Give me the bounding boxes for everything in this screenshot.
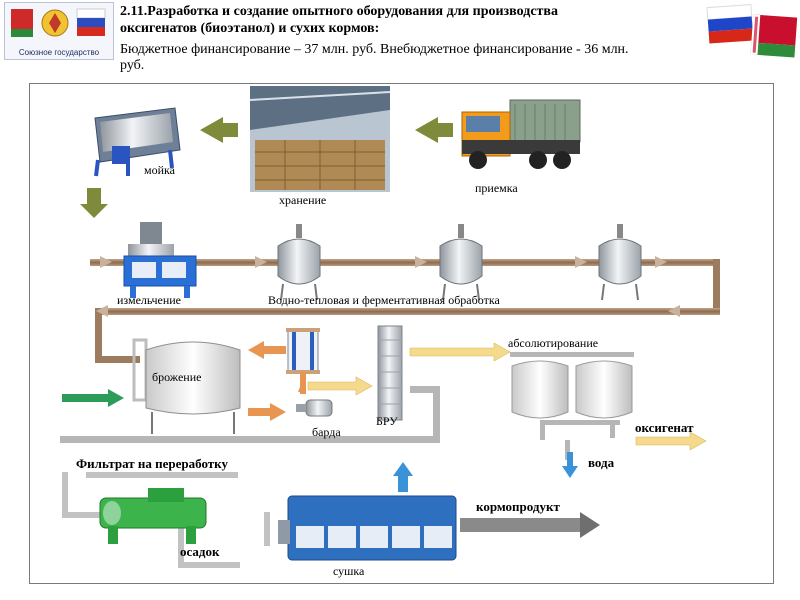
label-stillage: барда bbox=[312, 425, 341, 439]
pipe-arrowheads bbox=[96, 256, 680, 317]
label-water: вода bbox=[588, 455, 615, 470]
treatment-tank-1 bbox=[277, 224, 321, 301]
treatment-tank-2 bbox=[439, 224, 483, 301]
belarus-flag bbox=[750, 14, 798, 58]
slide-title: 2.11.Разработка и создание опытного обор… bbox=[120, 3, 680, 37]
label-feed-product: кормопродукт bbox=[476, 499, 560, 514]
label-dehydration: абсолютирование bbox=[508, 336, 599, 350]
bottom-gray-pipes bbox=[62, 472, 270, 568]
feed-product-arrow bbox=[460, 512, 600, 538]
grinder bbox=[123, 222, 197, 298]
olive-arrows bbox=[80, 117, 453, 218]
budget-text: Бюджетное финансирование – 37 млн. руб. … bbox=[120, 42, 740, 74]
truck bbox=[461, 99, 581, 169]
storage-photo bbox=[249, 86, 391, 192]
dryer bbox=[278, 495, 457, 561]
decanter bbox=[99, 488, 207, 544]
label-filtrate: Фильтрат на переработку bbox=[76, 456, 228, 471]
treatment-line-pipe bbox=[90, 259, 720, 363]
heat-exchanger bbox=[286, 328, 320, 374]
label-oxygenate: оксигенат bbox=[635, 420, 694, 435]
budget-line-2: руб. bbox=[120, 58, 145, 73]
gray-pipes bbox=[60, 386, 620, 460]
bru-column bbox=[377, 325, 403, 421]
russia-flag bbox=[706, 4, 754, 44]
stillage-pump bbox=[296, 399, 333, 417]
budget-line-1: Бюджетное финансирование – 37 млн. руб. … bbox=[120, 42, 629, 57]
title-line-2: оксигенатов (биоэтанол) и сухих кормов: bbox=[120, 21, 380, 36]
label-treatment: Водно-тепловая и ферментативная обработк… bbox=[268, 293, 500, 307]
label-sediment: осадок bbox=[180, 544, 220, 559]
label-storage: хранение bbox=[279, 193, 327, 207]
title-line-1: 2.11.Разработка и создание опытного обор… bbox=[120, 4, 558, 19]
dehydration-tank-2 bbox=[575, 360, 633, 419]
green-arrow bbox=[62, 389, 124, 407]
label-bru: БРУ bbox=[376, 414, 398, 428]
label-grinding: измельчение bbox=[117, 293, 181, 307]
treatment-tank-3 bbox=[598, 224, 642, 301]
label-drying: сушка bbox=[333, 564, 365, 578]
logo-caption: Союзное государство bbox=[18, 48, 100, 57]
blue-arrows bbox=[393, 452, 578, 492]
label-reception: приемка bbox=[475, 181, 518, 195]
fermentation-tank bbox=[132, 338, 241, 434]
label-fermentation: брожение bbox=[152, 370, 202, 384]
yellow-arrows bbox=[307, 342, 707, 451]
label-washing: мойка bbox=[144, 163, 175, 177]
dehydration-tank-1 bbox=[511, 360, 569, 419]
dehydration-header-pipe bbox=[510, 352, 634, 357]
orange-arrows bbox=[248, 341, 306, 421]
washing-machine bbox=[94, 107, 181, 177]
flags bbox=[706, 2, 798, 60]
union-state-logo: Союзное государство bbox=[4, 2, 114, 60]
